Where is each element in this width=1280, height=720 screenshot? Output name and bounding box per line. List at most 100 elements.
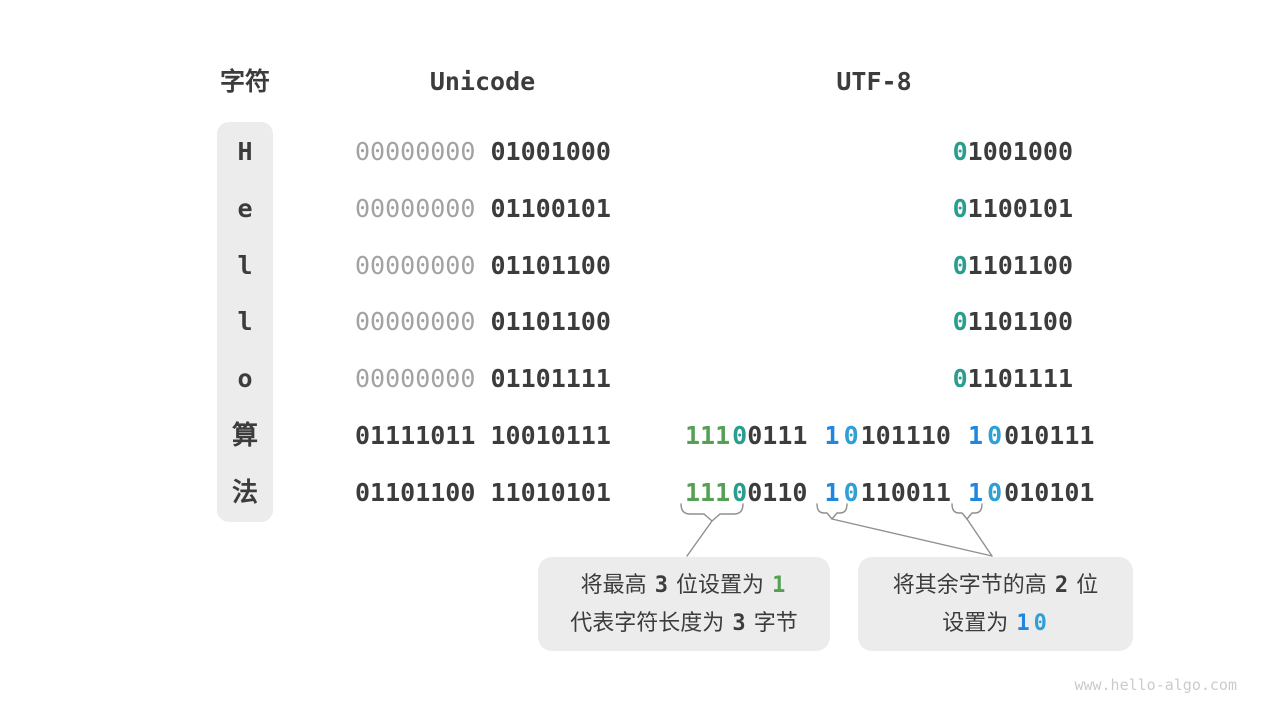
utf8-binary-cell: 01101100 — [683, 293, 1073, 350]
utf8-binary-cell: 01101111 — [683, 350, 1073, 407]
segment-blue_zero: 0 — [987, 477, 1003, 507]
segment-teal: 0 — [952, 250, 968, 280]
segment-dark — [951, 421, 966, 450]
segment-gray: 00000000 — [355, 307, 476, 337]
callout-line: 代表字符长度为 3 字节 — [570, 604, 798, 642]
segment-green: 111 — [685, 477, 731, 507]
segment-blue_zero: 0 — [843, 421, 859, 450]
unicode-binary-cell: 00000000 01001000 — [355, 123, 611, 180]
segment-dark — [475, 194, 490, 223]
segment-teal: 0 — [952, 307, 968, 337]
segment-dark: 010111 — [1004, 421, 1095, 450]
segment-gray: 00000000 — [355, 137, 476, 166]
segment-blue_zero: 0 — [843, 477, 859, 507]
segment-dark: 1001000 — [967, 137, 1073, 166]
connector-line-leading — [686, 520, 713, 557]
unicode-binary-cell: 01111011 10010111 — [355, 407, 611, 464]
character-cell: o — [237, 364, 253, 394]
segment-text: 字节 — [747, 610, 798, 635]
segment-dark: 01101100 — [490, 307, 611, 337]
column-header-utf8: UTF-8 — [836, 67, 912, 96]
utf8-binary-cell: 01101100 — [683, 237, 1073, 294]
character-cell: H — [237, 137, 253, 166]
character-cell: l — [237, 307, 253, 337]
segment-blue: 1 — [1016, 611, 1030, 636]
segment-dark — [475, 364, 490, 393]
segment-num: 2 — [1054, 573, 1069, 598]
unicode-binary-cell: 00000000 01100101 — [355, 180, 611, 237]
unicode-binary-cell: 01101100 11010101 — [355, 464, 611, 521]
connector-line-continuation-1 — [831, 518, 993, 557]
segment-dark — [951, 478, 966, 507]
segment-text: 位设置为 — [669, 572, 771, 597]
segment-dark — [475, 137, 490, 166]
segment-green: 1 — [772, 573, 786, 598]
segment-text: 位 — [1070, 572, 1099, 597]
column-header-unicode: Unicode — [429, 67, 536, 96]
segment-blue: 1 — [968, 477, 984, 507]
segment-text: 将其余字节的高 — [892, 572, 1053, 597]
segment-dark: 010101 — [1004, 477, 1095, 507]
segment-dark: 01101100 — [490, 250, 611, 280]
segment-dark: 1101100 — [967, 307, 1073, 337]
segment-dark: 01001000 — [490, 137, 611, 166]
segment-dark: 01100101 — [490, 193, 611, 223]
segment-num: 3 — [654, 573, 668, 598]
segment-teal: 0 — [952, 193, 968, 223]
segment-teal: 0 — [732, 421, 748, 450]
segment-blue: 1 — [824, 477, 840, 507]
character-column-background — [217, 122, 273, 522]
segment-dark: 01111011 10010111 — [355, 421, 611, 450]
utf8-binary-cell: 01001000 — [683, 123, 1073, 180]
column-header-character: 字符 — [219, 68, 270, 96]
connector-line-continuation-2 — [966, 518, 993, 557]
segment-dark — [807, 478, 822, 507]
callout-line: 将其余字节的高 2 位 — [893, 566, 1099, 604]
segment-dark — [807, 421, 822, 450]
character-cell: l — [237, 250, 253, 280]
segment-gray: 00000000 — [355, 364, 476, 394]
segment-text: 代表字符长度为 — [570, 610, 731, 635]
character-cell: 法 — [231, 476, 258, 507]
callout-line: 将最高 3 位设置为 1 — [581, 566, 788, 604]
segment-dark: 1101111 — [967, 364, 1073, 394]
segment-blue_zero: 0 — [1033, 611, 1047, 636]
segment-dark: 1101100 — [967, 250, 1073, 280]
segment-dark — [475, 307, 490, 336]
segment-dark: 01101100 11010101 — [355, 477, 611, 507]
utf8-binary-cell: 01100101 — [683, 180, 1073, 237]
character-cell: 算 — [231, 420, 258, 450]
segment-text: 将最高 — [580, 572, 653, 597]
segment-teal: 0 — [952, 364, 968, 394]
segment-text: 设置为 — [942, 610, 1015, 635]
segment-green: 111 — [685, 421, 731, 450]
segment-dark: 101110 — [860, 421, 951, 450]
unicode-binary-cell: 00000000 01101100 — [355, 293, 611, 350]
segment-dark: 0110 — [747, 477, 808, 507]
segment-blue: 1 — [968, 421, 984, 450]
segment-dark: 1100101 — [967, 193, 1073, 223]
segment-teal: 0 — [952, 137, 968, 166]
segment-num: 3 — [732, 611, 746, 636]
segment-blue_zero: 0 — [987, 421, 1003, 450]
character-cell: e — [237, 193, 253, 223]
watermark: www.hello-algo.com — [1074, 676, 1237, 694]
segment-dark: 0111 — [747, 421, 808, 450]
segment-dark — [475, 251, 490, 280]
segment-dark: 01101111 — [490, 364, 611, 394]
segment-blue: 1 — [824, 421, 840, 450]
unicode-binary-cell: 00000000 01101111 — [355, 350, 611, 407]
segment-teal: 0 — [732, 477, 748, 507]
